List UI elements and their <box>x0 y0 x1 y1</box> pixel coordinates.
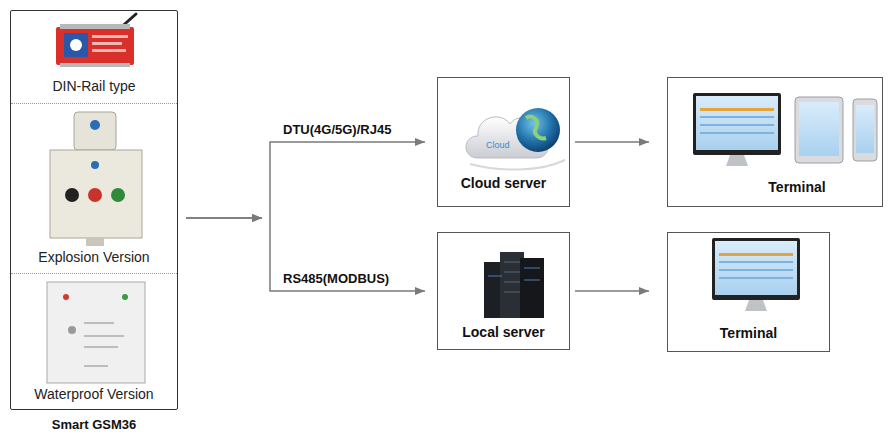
indicator-light <box>63 294 69 300</box>
screen-row <box>719 261 793 263</box>
screen <box>696 96 778 150</box>
logo-dot <box>90 120 100 130</box>
screen-row <box>700 132 774 134</box>
cabinet <box>47 282 145 383</box>
rack-slot <box>524 280 540 281</box>
rack-slot <box>504 282 520 283</box>
connector-line <box>186 217 262 219</box>
screen-row <box>719 277 793 279</box>
icon-text: Cloud <box>486 140 510 150</box>
node-label: Cloud server <box>461 175 547 191</box>
cable-gland <box>86 238 104 246</box>
logo-dot <box>91 161 99 169</box>
node-label: Waterproof Version <box>34 386 153 402</box>
server-box: Local server <box>437 232 570 350</box>
rack <box>520 258 544 318</box>
indicator-light <box>122 294 128 300</box>
monitor <box>693 93 781 155</box>
server-icon <box>484 252 544 318</box>
edge-label: RS485(MODBUS) <box>281 271 391 286</box>
waterproof-box <box>47 282 145 383</box>
terminal-box: Terminal <box>667 77 883 207</box>
screen-row <box>700 124 774 126</box>
node-label: Explosion Version <box>38 249 149 265</box>
node-label: Terminal <box>768 179 825 195</box>
din-rail-device <box>56 14 136 67</box>
switch-knob <box>68 326 76 334</box>
rack-slot <box>488 276 502 277</box>
screen-row <box>719 269 793 271</box>
print-line <box>84 365 108 367</box>
node-label: Local server <box>462 324 545 340</box>
print-line <box>84 322 114 324</box>
device-label <box>64 33 88 57</box>
terminal-monitor <box>712 238 800 311</box>
logo-dot <box>70 39 82 51</box>
rack-slot <box>504 262 520 263</box>
monitor-stand <box>726 155 748 166</box>
screen-row <box>700 108 774 111</box>
print-line <box>92 49 126 52</box>
rack-slot <box>504 272 520 273</box>
monitor <box>712 238 800 300</box>
terminal-devices <box>693 93 877 166</box>
monitor-stand <box>745 300 767 311</box>
button <box>88 188 102 202</box>
shadow <box>470 160 565 170</box>
device-body <box>56 27 134 65</box>
device-section: Waterproof Version <box>11 273 177 409</box>
connector-line <box>575 141 649 143</box>
phone <box>853 99 877 161</box>
button <box>111 188 125 202</box>
connector-arrow <box>575 142 649 143</box>
connector-line <box>575 290 649 292</box>
connector-arrow <box>575 291 649 292</box>
device-panel: Smart GSM36DIN-Rail typeExplosion Versio… <box>10 10 178 410</box>
connector-line <box>270 142 425 218</box>
cloud-icon <box>466 108 565 170</box>
explosion-box <box>50 112 142 246</box>
screen <box>715 241 797 295</box>
button <box>65 188 79 202</box>
cap <box>74 112 116 150</box>
edge-label: DTU(4G/5G)/RJ45 <box>281 122 393 137</box>
globe <box>516 108 560 152</box>
node-label: DIN-Rail type <box>52 78 135 94</box>
device-section: Explosion Version <box>11 103 177 273</box>
print-line <box>84 335 124 337</box>
screen-row <box>719 253 793 256</box>
rack-slot <box>524 268 540 269</box>
globe-land <box>526 117 546 139</box>
print-line <box>92 35 128 38</box>
device-section: DIN-Rail type <box>11 11 177 103</box>
print-line <box>84 346 118 348</box>
product-title: Smart GSM36 <box>0 417 197 432</box>
connector-arrow <box>186 218 425 291</box>
cabinet <box>50 150 142 238</box>
screen-row <box>700 116 774 118</box>
connector-arrow <box>186 142 425 218</box>
rack-slot <box>504 292 520 293</box>
tablet <box>795 97 843 163</box>
terminal-box: Terminal <box>667 232 830 352</box>
terminal-strip <box>60 63 130 67</box>
screen <box>856 105 874 153</box>
connector-line <box>270 218 425 291</box>
terminal-strip <box>60 24 130 29</box>
print-line <box>92 42 122 45</box>
screen <box>799 102 839 156</box>
node-label: Terminal <box>720 325 777 341</box>
connector-line <box>186 217 262 219</box>
